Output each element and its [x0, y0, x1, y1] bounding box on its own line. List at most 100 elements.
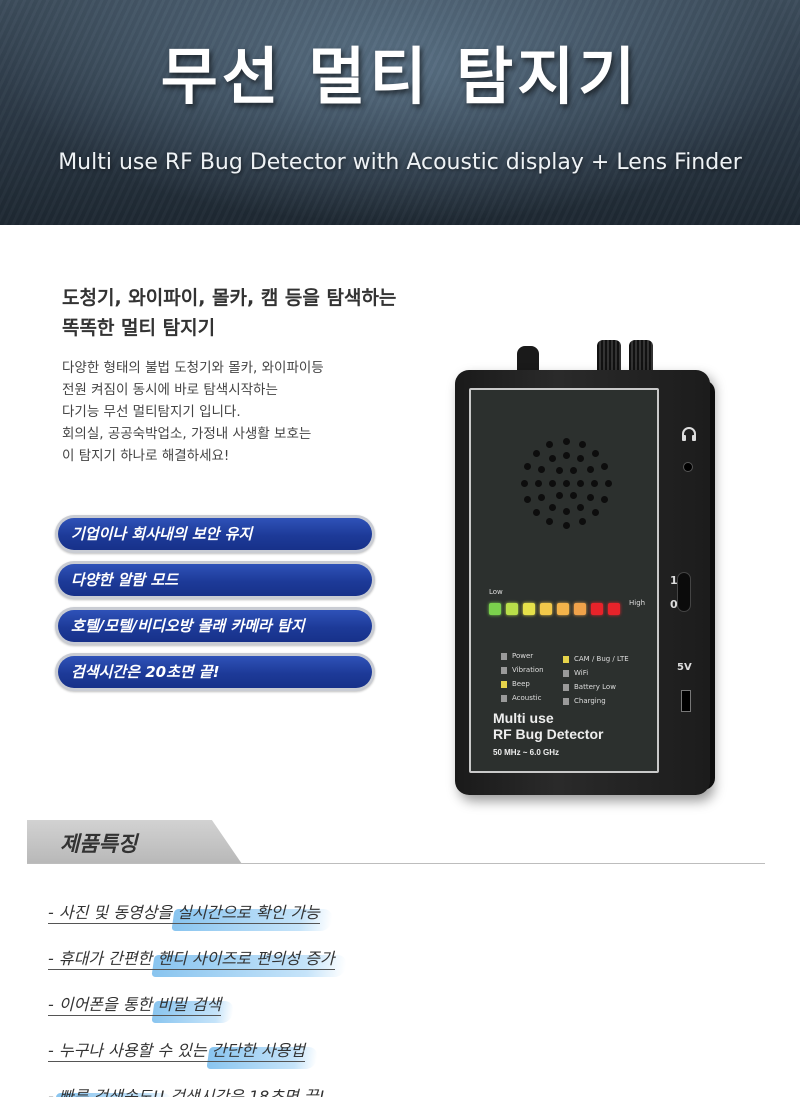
intro-line: 전원 켜짐이 동시에 바로 탐색시작하는	[62, 382, 278, 398]
signal-led	[540, 603, 552, 615]
signal-led	[591, 603, 603, 615]
speaker-hole	[576, 503, 584, 511]
switch-off-label: 0	[670, 598, 678, 611]
led-low-label: Low	[489, 588, 503, 596]
speaker-hole	[592, 449, 600, 457]
spec-highlight: 빠른 검색속도!	[59, 1087, 159, 1097]
speaker-hole	[578, 518, 586, 526]
indicator-power: Power	[501, 652, 533, 660]
speaker-hole	[562, 507, 570, 515]
signal-led	[489, 603, 501, 615]
speaker-hole	[534, 479, 542, 487]
speaker-hole	[569, 467, 577, 475]
feature-pill-label: 호텔/모텔/비디오방 몰래 카메라 탐지	[58, 610, 372, 642]
intro-heading: 도청기, 와이파이, 몰카, 캠 등을 탐색하는 똑똑한 멀티 탐지기	[62, 283, 482, 343]
intro-line: 다양한 형태의 불법 도청기와 몰카, 와이파이등	[62, 360, 324, 376]
speaker-hole	[546, 518, 554, 526]
speaker-hole	[548, 455, 556, 463]
speaker-hole	[586, 493, 594, 501]
speaker-hole	[601, 495, 609, 503]
feature-pill: 기업이나 회사내의 보안 유지	[55, 515, 375, 553]
spec-highlight: 간단한 사용법	[211, 1041, 306, 1060]
speaker-hole	[532, 449, 540, 457]
feature-pill-label: 기업이나 회사내의 보안 유지	[58, 518, 372, 550]
speaker-hole	[523, 495, 531, 503]
antenna-knob	[517, 346, 539, 376]
frequency-range: 50 MHz ~ 6.0 GHz	[493, 748, 560, 757]
speaker-hole	[538, 493, 546, 501]
device-image: Low High Power Vibration Beep Acoustic C…	[455, 340, 725, 800]
speaker-hole	[578, 440, 586, 448]
speaker-hole	[562, 437, 570, 445]
spec-item: - 이어폰을 통한 비밀 검색	[48, 995, 222, 1016]
indicator-charging: Charging	[563, 697, 606, 705]
indicator-vibration: Vibration	[501, 666, 544, 674]
signal-led	[574, 603, 586, 615]
spec-item: - 휴대가 간편한 핸디 사이즈로 편의성 증가	[48, 949, 335, 970]
spec-item: - 빠른 검색속도!! 검색시간은 18초면 끝!	[48, 1082, 748, 1097]
intro-heading-line1: 도청기, 와이파이, 몰카, 캠 등을 탐색하는	[62, 287, 397, 309]
led-high-label: High	[629, 599, 646, 607]
speaker-hole	[562, 479, 570, 487]
feature-pill: 검색시간은 20초면 끝!	[55, 653, 375, 691]
feature-list: 기업이나 회사내의 보안 유지 다양한 알람 모드 호텔/모텔/비디오방 몰래 …	[55, 515, 375, 699]
page-subtitle: Multi use RF Bug Detector with Acoustic …	[58, 150, 742, 175]
model-line1: Multi use	[493, 710, 554, 726]
speaker-hole	[576, 479, 584, 487]
usb-port	[681, 690, 691, 712]
spec-list: - 사진 및 동영상을 실시간으로 확인 가능 - 휴대가 간편한 핸디 사이즈…	[48, 898, 748, 1097]
speaker-hole	[562, 521, 570, 529]
device-front-panel: Low High Power Vibration Beep Acoustic C…	[469, 388, 659, 773]
speaker-hole	[538, 465, 546, 473]
speaker-hole	[601, 463, 609, 471]
intro-description: 다양한 형태의 불법 도청기와 몰카, 와이파이등 전원 켜짐이 동시에 바로 …	[62, 357, 422, 467]
speaker-hole	[520, 479, 528, 487]
port-label: 5V	[677, 662, 692, 673]
indicator-acoustic: Acoustic	[501, 694, 541, 702]
speaker-hole	[555, 491, 563, 499]
signal-led	[523, 603, 535, 615]
spec-item: - 사진 및 동영상을 실시간으로 확인 가능	[48, 903, 320, 924]
speaker-hole	[532, 509, 540, 517]
speaker-hole	[590, 479, 598, 487]
intro-line: 이 탐지기 하나로 해결하세요!	[62, 448, 230, 464]
intro-line: 회의실, 공공숙박업소, 가정내 사생활 보호는	[62, 426, 312, 442]
signal-led	[557, 603, 569, 615]
speaker-hole	[569, 491, 577, 499]
page-title: 무선 멀티 탐지기	[160, 40, 640, 113]
intro-heading-line2: 똑똑한 멀티 탐지기	[62, 317, 216, 339]
spec-highlight: 실시간으로 확인 가능	[177, 903, 320, 922]
speaker-hole	[576, 455, 584, 463]
headphone-icon	[682, 427, 696, 441]
speaker-hole	[592, 509, 600, 517]
feature-pill-label: 검색시간은 20초면 끝!	[58, 656, 372, 688]
speaker-hole	[548, 503, 556, 511]
speaker-hole	[562, 451, 570, 459]
signal-led	[608, 603, 620, 615]
divider	[27, 863, 765, 864]
spec-item: - 누구나 사용할 수 있는 간단한 사용법	[48, 1041, 306, 1062]
indicator-cam-bug-lte: CAM / Bug / LTE	[563, 655, 629, 663]
indicator-beep: Beep	[501, 680, 530, 688]
device-model-label: Multi use RF Bug Detector 50 MHz ~ 6.0 G…	[493, 710, 603, 757]
specs-tab	[27, 820, 242, 864]
speaker-grille	[511, 428, 621, 538]
speaker-hole	[555, 467, 563, 475]
indicator-wifi: WiFi	[563, 669, 588, 677]
spec-highlight: 비밀 검색	[157, 995, 222, 1014]
feature-pill: 호텔/모텔/비디오방 몰래 카메라 탐지	[55, 607, 375, 645]
speaker-hole	[548, 479, 556, 487]
speaker-hole	[604, 479, 612, 487]
model-line2: RF Bug Detector	[493, 726, 604, 742]
indicator-battery-low: Battery Low	[563, 683, 616, 691]
specs-title: 제품특징	[60, 832, 138, 856]
intro-line: 다기능 무선 멀티탐지기 입니다.	[62, 404, 241, 420]
power-switch	[677, 572, 691, 612]
spec-highlight: 핸디 사이즈로 편의성 증가	[157, 949, 335, 968]
switch-on-label: 1	[670, 574, 678, 587]
header-banner: 무선 멀티 탐지기 Multi use RF Bug Detector with…	[0, 0, 800, 225]
feature-pill-label: 다양한 알람 모드	[58, 564, 372, 596]
feature-pill: 다양한 알람 모드	[55, 561, 375, 599]
earphone-jack	[683, 462, 693, 472]
signal-led	[506, 603, 518, 615]
